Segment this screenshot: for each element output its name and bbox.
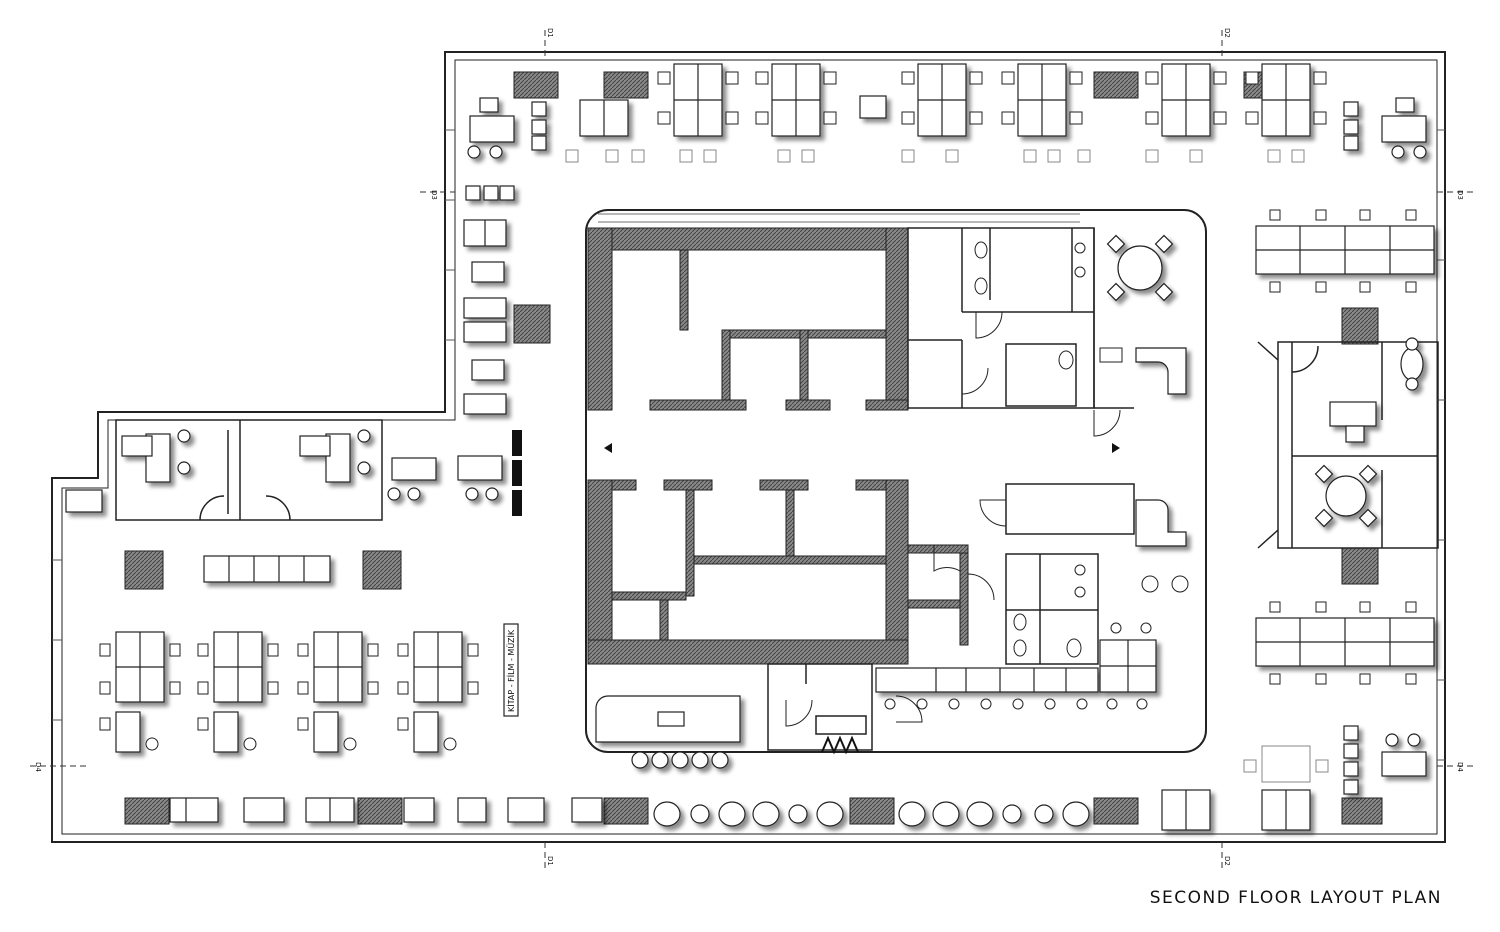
north-west-office bbox=[467, 97, 547, 159]
section-mark-top-left: D1 bbox=[546, 28, 554, 38]
east-workstation-chairs bbox=[1269, 209, 1417, 685]
left-wing-offices bbox=[115, 419, 383, 521]
bookshelf: KİTAP - FİLM - MÜZİK bbox=[503, 623, 519, 717]
section-mark-labels: D1 D2 D1 D2 D3 D3 D4 D4 bbox=[34, 28, 1464, 866]
south-east-chairs bbox=[1243, 745, 1329, 783]
left-workstation-chairs bbox=[99, 643, 479, 751]
section-mark-top-right: D2 bbox=[1223, 28, 1231, 38]
south-lounge-seating bbox=[169, 797, 1090, 827]
east-office-furniture bbox=[1314, 337, 1424, 528]
bookshelf-label: KİTAP - FİLM - MÜZİK bbox=[506, 629, 516, 712]
section-mark-right-lower: D4 bbox=[1456, 762, 1464, 772]
west-lounge-seating bbox=[463, 185, 515, 415]
left-workstation-clusters bbox=[115, 631, 463, 753]
file-cabinets bbox=[512, 430, 522, 516]
east-offices bbox=[1257, 341, 1439, 549]
core-south-chairs bbox=[884, 575, 1189, 710]
lounge-bench bbox=[203, 555, 331, 583]
section-mark-bottom-left: D1 bbox=[546, 856, 554, 866]
core-south-bench bbox=[875, 639, 1157, 693]
north-cluster-chairs-dark bbox=[657, 71, 1327, 125]
north-workstation-clusters bbox=[579, 63, 1311, 137]
section-mark-left-upper: D3 bbox=[430, 190, 438, 200]
north-east-office bbox=[1343, 97, 1427, 159]
left-wing-desks bbox=[65, 429, 503, 513]
core-block bbox=[585, 209, 1207, 769]
south-east-workstations bbox=[1161, 725, 1427, 831]
plan-title: SECOND FLOOR LAYOUT PLAN bbox=[1149, 888, 1442, 908]
section-mark-right-upper: D3 bbox=[1456, 190, 1464, 200]
window-mullions bbox=[52, 129, 1445, 761]
section-axes bbox=[30, 30, 1475, 870]
east-workstations-upper bbox=[1255, 225, 1435, 275]
east-workstations-lower bbox=[1255, 617, 1435, 667]
section-mark-bottom-right: D2 bbox=[1223, 856, 1231, 866]
section-mark-left-lower: D4 bbox=[34, 762, 42, 772]
north-cluster-chairs bbox=[565, 149, 1305, 163]
